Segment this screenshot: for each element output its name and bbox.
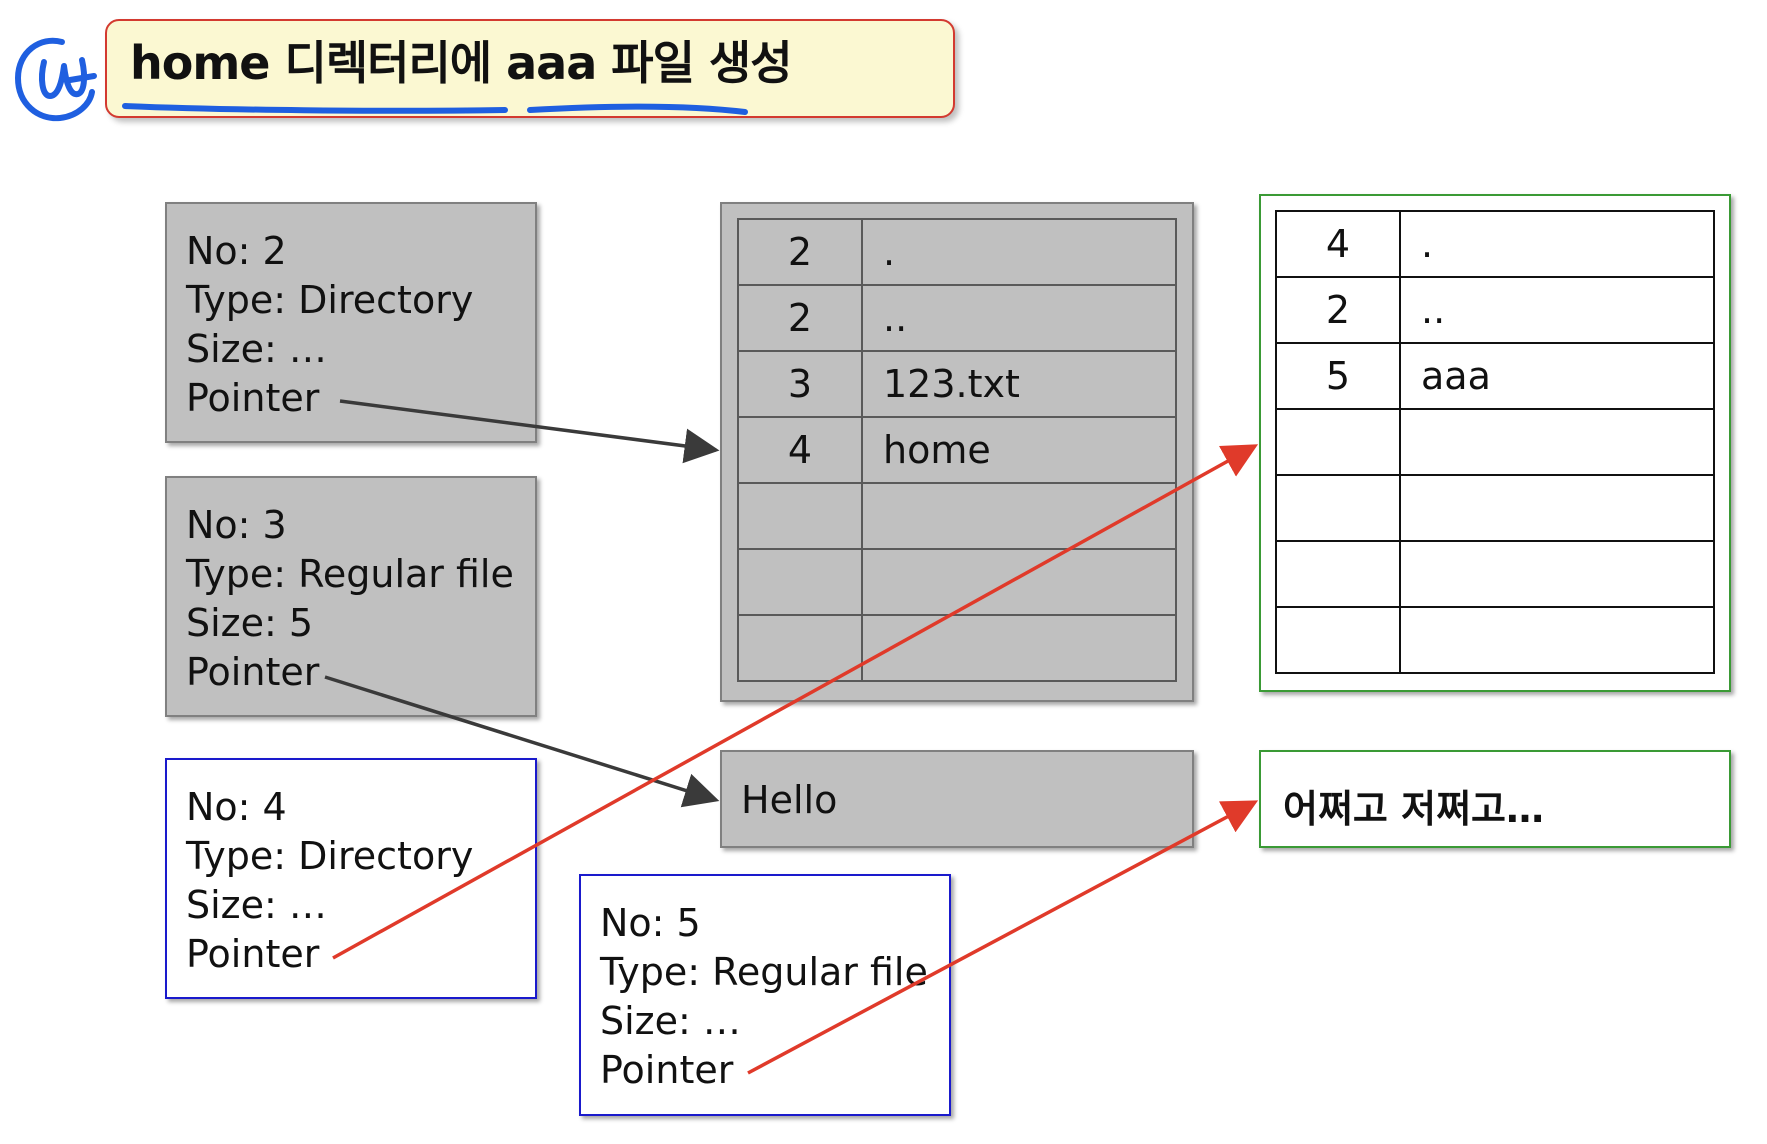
table-row	[1275, 606, 1715, 674]
table-row	[1275, 408, 1715, 476]
inode-number-cell: 2	[737, 284, 863, 352]
file-name-cell	[1399, 474, 1715, 542]
handwritten-logo-icon	[15, 37, 97, 122]
file-name-cell: 123.txt	[861, 350, 1177, 418]
inode-2: No: 2 Type: Directory Size: … Pointer	[165, 202, 537, 443]
inode-2-pointer: Pointer	[186, 376, 320, 420]
table-row	[1275, 474, 1715, 542]
inode-number-cell	[1275, 408, 1401, 476]
table-row: 2..	[737, 284, 1177, 352]
page-title: home 디렉터리에 aaa 파일 생성	[130, 36, 793, 90]
inode-3-pointer: Pointer	[186, 650, 320, 694]
inode-5-type: Type: Regular file	[600, 950, 928, 994]
table-row	[737, 548, 1177, 616]
table-row	[737, 482, 1177, 550]
inode-3: No: 3 Type: Regular file Size: 5 Pointer	[165, 476, 537, 717]
inode-5-pointer-arrow	[747, 800, 1259, 1075]
inode-number-cell: 3	[737, 350, 863, 418]
hello-data-block: Hello	[720, 750, 1194, 848]
inode-2-no: No: 2	[186, 229, 287, 273]
inode-number-cell	[737, 548, 863, 616]
inode-5-size: Size: …	[600, 999, 741, 1043]
inode-4-pointer-arrow	[332, 444, 1259, 960]
inode-number-cell: 2	[1275, 276, 1401, 344]
inode-3-type: Type: Regular file	[186, 552, 514, 596]
table-row	[737, 614, 1177, 682]
inode-4-pointer: Pointer	[186, 932, 320, 976]
inode-4: No: 4 Type: Directory Size: … Pointer	[165, 758, 537, 999]
table-row	[1275, 540, 1715, 608]
inode-5-pointer: Pointer	[600, 1048, 734, 1092]
inode-number-cell: 5	[1275, 342, 1401, 410]
inode-number-cell	[737, 482, 863, 550]
file-name-cell	[861, 548, 1177, 616]
inode-number-cell: 4	[737, 416, 863, 484]
inode-3-pointer-arrow	[324, 675, 720, 808]
file-name-cell	[861, 482, 1177, 550]
table-row: 2.	[737, 218, 1177, 286]
file-name-cell: .	[1399, 210, 1715, 278]
inode-number-cell	[1275, 474, 1401, 542]
title-banner	[105, 19, 955, 118]
file-name-cell	[1399, 606, 1715, 674]
aaa-block-text: 어쩌고 저쩌고…	[1283, 787, 1544, 831]
inode-3-no: No: 3	[186, 503, 287, 547]
inode-4-no: No: 4	[186, 785, 287, 829]
inode-3-size: Size: 5	[186, 601, 314, 645]
file-name-cell: ..	[861, 284, 1177, 352]
inode-number-cell	[1275, 606, 1401, 674]
file-name-cell: ..	[1399, 276, 1715, 344]
file-name-cell: home	[861, 416, 1177, 484]
inode-4-type: Type: Directory	[186, 834, 474, 878]
table-row: 4.	[1275, 210, 1715, 278]
inode-number-cell	[1275, 540, 1401, 608]
table-row: 2..	[1275, 276, 1715, 344]
file-name-cell	[861, 614, 1177, 682]
file-name-cell	[1399, 540, 1715, 608]
inode-2-pointer-arrow	[339, 399, 720, 464]
inode-4-size: Size: …	[186, 883, 327, 927]
inode-5-no: No: 5	[600, 901, 701, 945]
inode-number-cell: 2	[737, 218, 863, 286]
title-underline-1	[122, 103, 508, 114]
inode-number-cell: 4	[1275, 210, 1401, 278]
inode-5: No: 5 Type: Regular file Size: … Pointer	[579, 874, 951, 1116]
inode-number-cell	[737, 614, 863, 682]
inode-2-size: Size: …	[186, 327, 327, 371]
file-name-cell	[1399, 408, 1715, 476]
title-underline-2	[527, 103, 748, 115]
aaa-data-block: 어쩌고 저쩌고…	[1259, 750, 1731, 848]
inode-2-type: Type: Directory	[186, 278, 474, 322]
file-name-cell: .	[861, 218, 1177, 286]
file-name-cell: aaa	[1399, 342, 1715, 410]
hello-block-text: Hello	[741, 778, 838, 822]
